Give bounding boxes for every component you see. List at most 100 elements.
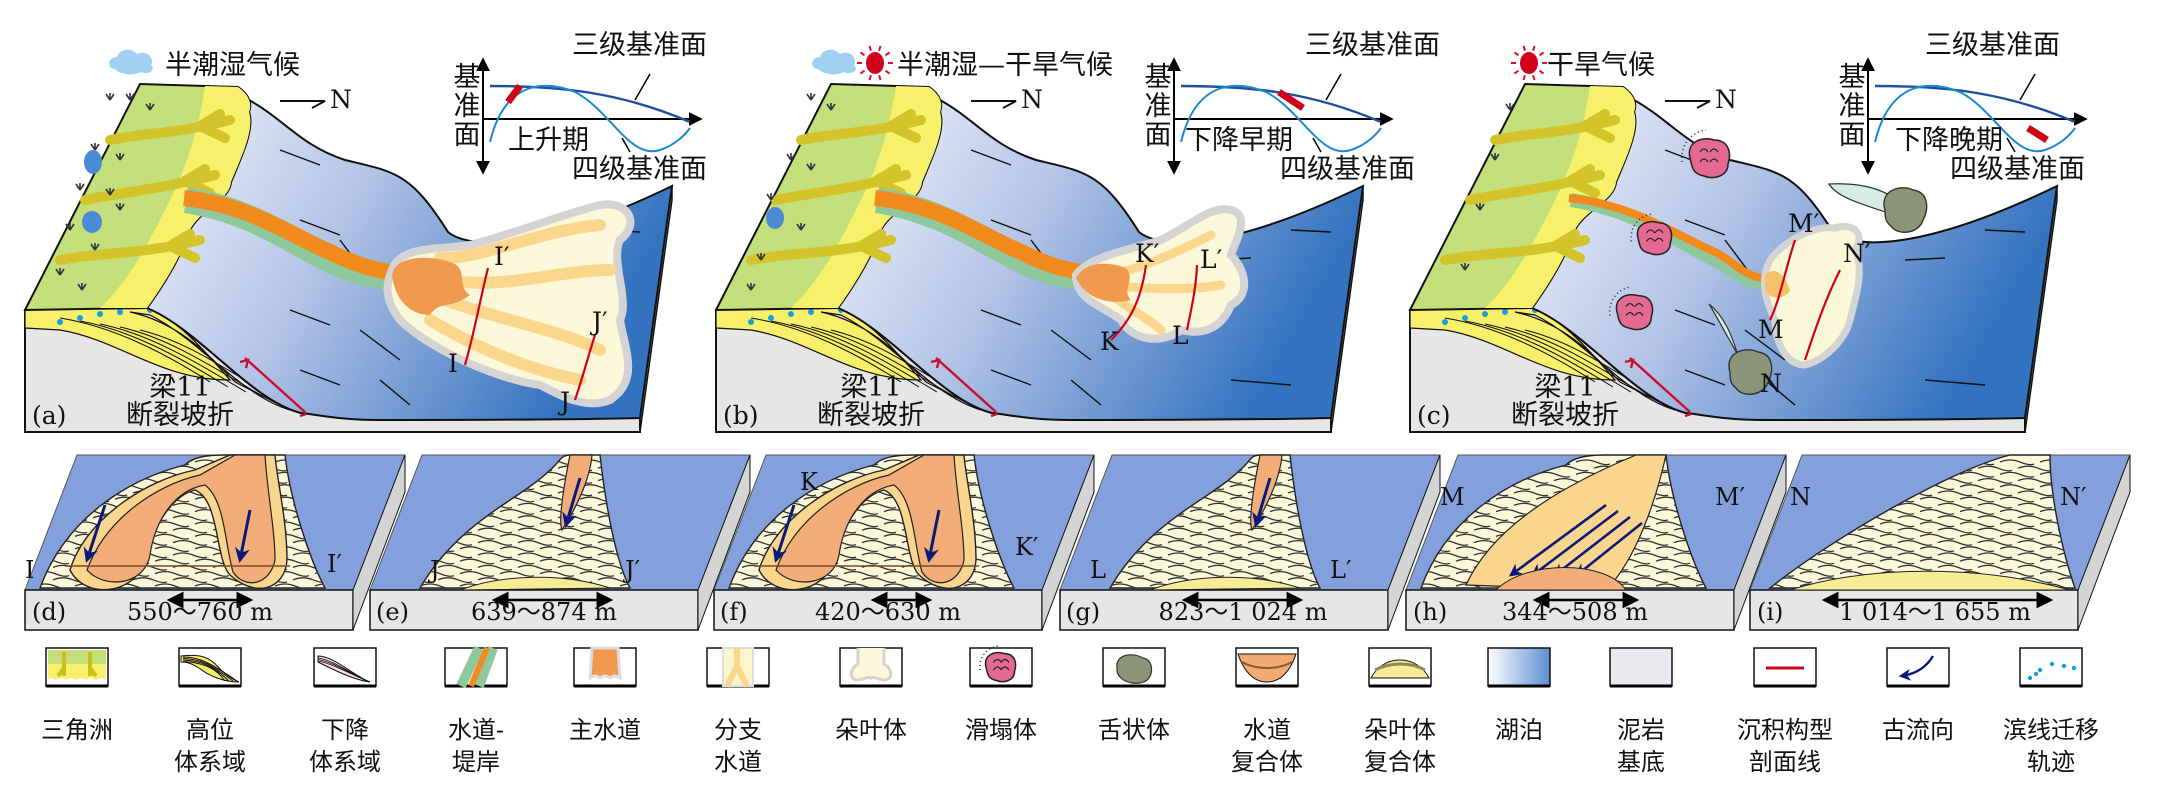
swatch [2037, 667, 2043, 673]
legend-label: 水道 [714, 748, 762, 776]
fourth-order-curve [1874, 84, 2076, 153]
stratum-line [557, 527, 593, 534]
stratum-line [1817, 552, 1853, 559]
stratum-line [1127, 564, 1163, 571]
paleoflow-arrow [923, 509, 941, 563]
slump-scarp [1608, 286, 1632, 316]
delta-front [1485, 86, 1636, 308]
lobe-complex [459, 576, 611, 591]
third-order-base-level-label: 三级基准面 [572, 30, 707, 61]
leader-line [2006, 137, 2016, 153]
stratum-line [1897, 564, 1933, 571]
stratum-line [517, 527, 553, 534]
north-arrow-icon [971, 100, 1017, 109]
stratum-line [539, 546, 575, 553]
vegetation-symbol [77, 283, 87, 291]
bathymetric-line [299, 219, 341, 236]
slump-icon [979, 645, 1017, 683]
stratum-line [1857, 564, 1893, 571]
stratum-line [1999, 471, 2035, 478]
legend-label: 轨迹 [2027, 748, 2075, 776]
paleoflow-arrow [772, 504, 796, 563]
bathymetric-line [1290, 229, 1332, 233]
stratum-line [1977, 552, 2013, 559]
stratum-line [1879, 521, 1915, 528]
stratum-line [132, 577, 168, 584]
stratum-line [963, 583, 999, 588]
stratum-line [1919, 546, 1955, 553]
stratum-line [2057, 564, 2075, 571]
swatch [849, 648, 893, 682]
stratum-line [437, 577, 473, 584]
sun-ray [1522, 75, 1526, 81]
bathymetric-line [1984, 229, 2026, 233]
stratum-line [1309, 583, 1320, 588]
section-label: (f) [720, 598, 748, 626]
base-level-inset-texts: 基准面 三级基准面 四级基准面 N 基准面 三级基准面 四级基准面 N 基准面 … [330, 30, 2085, 185]
slump-texture [1709, 148, 1719, 153]
stratum-line [154, 570, 190, 577]
stratum-line [499, 508, 535, 515]
stratum-line [1615, 570, 1651, 577]
cross-section-d [24, 454, 406, 631]
stratum-line [579, 546, 615, 553]
stratum-line [2017, 539, 2053, 546]
cross-section-texts: (d) I I′ 550～760 m (e) J J′ 639～874 m (f… [25, 468, 2086, 626]
stratum-line [1959, 496, 1995, 503]
vegetation-symbol [756, 253, 766, 261]
section-range: 823～1 024 m [1159, 598, 1328, 626]
bathymetric-line [1674, 309, 1716, 326]
stratum-line [1770, 583, 1795, 588]
slump-texture [1699, 148, 1709, 153]
bathymetric-line [970, 149, 1012, 166]
swatch [588, 646, 622, 682]
slump-shape [1688, 138, 1731, 179]
stratum-line [1167, 552, 1203, 559]
stratum-line [459, 558, 495, 565]
shoreline-point [77, 315, 83, 321]
paleoflow-arrow [1252, 477, 1272, 528]
stratum-line [1207, 527, 1243, 534]
legend-item-main-channel [573, 646, 637, 688]
sun-ray [859, 51, 866, 57]
slump-texture [1709, 158, 1719, 163]
stratum-line [1149, 570, 1185, 577]
stratum-line [1473, 515, 1509, 522]
stratal-line [770, 320, 920, 388]
stratum-line [1937, 490, 1973, 497]
stratum-line [477, 552, 513, 559]
bathymetric-line [299, 369, 341, 386]
stratum-line [459, 533, 495, 540]
paleoflow-arrow [83, 504, 107, 563]
profile-end: M′ [1788, 209, 1820, 238]
panel-label: (a) [32, 401, 66, 430]
slump-texture [1634, 312, 1644, 316]
swatch [48, 664, 106, 680]
stratum-line [1149, 533, 1185, 540]
stratum-line [2017, 577, 2053, 584]
legend-item-falling-stage [313, 647, 377, 688]
slump-texture [1699, 158, 1709, 163]
stratum-line [274, 583, 310, 588]
cloud-icon [109, 49, 153, 75]
side-face [1041, 454, 1095, 631]
stratum-line [1799, 570, 1835, 577]
legend [45, 645, 2083, 689]
panel-b-texts: 半潮湿—干旱气候 (b) 梁11 断裂坡折 下降早期 K K′ L L′ [723, 50, 1293, 431]
stratum-line [437, 564, 473, 571]
main-channel [183, 190, 393, 280]
sun-ray [1532, 45, 1536, 51]
stratum-line [1189, 508, 1225, 515]
legend-item-profile-line [1753, 647, 1817, 688]
stratum-line [1189, 533, 1225, 540]
stratum-line [1857, 552, 1893, 559]
swatch [317, 660, 371, 683]
paleoflow-icon [1898, 655, 1935, 681]
shoreline-point [117, 309, 123, 315]
shoreline-point [1442, 319, 1448, 325]
slump-texture [1646, 229, 1655, 234]
panel-label: (b) [723, 401, 759, 430]
stratum-line [1919, 558, 1955, 565]
side-face [697, 454, 751, 631]
